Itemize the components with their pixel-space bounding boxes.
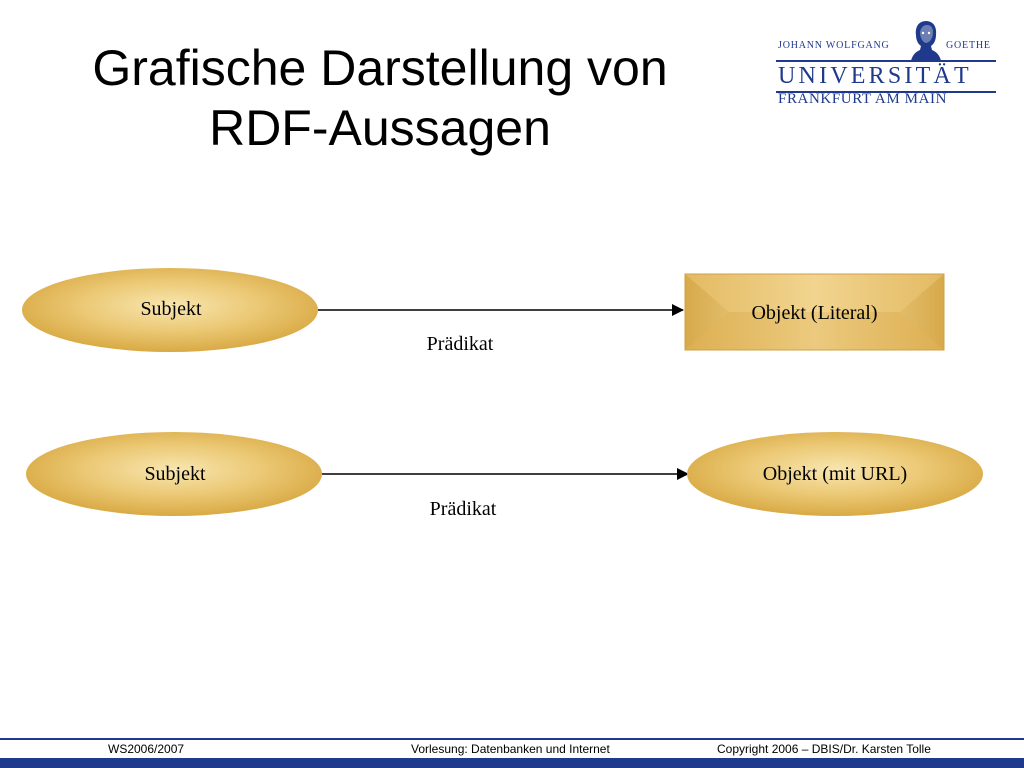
subject-label-2: Subjekt [144, 463, 206, 485]
predicate-label-1: Prädikat [426, 333, 494, 355]
university-logo: JOHANN WOLFGANG GOETHE UNIVERSITÄT FRANK… [776, 18, 1000, 110]
footer-lecture: Vorlesung: Datenbanken und Internet [411, 742, 610, 756]
logo-text-frankfurt: FRANKFURT AM MAIN [778, 91, 948, 107]
logo-text-universitaet: UNIVERSITÄT [778, 63, 972, 89]
logo-rule-bottom [776, 91, 996, 93]
footer-band [0, 758, 1024, 768]
object-literal-label: Objekt (Literal) [751, 302, 878, 324]
logo-text-goethe: GOETHE [946, 40, 991, 51]
goethe-portrait-icon [911, 21, 941, 61]
logo-rule-top [776, 60, 996, 62]
slide-title-line-1: Grafische Darstellung von [92, 40, 668, 96]
logo-text-johann-wolfgang: JOHANN WOLFGANG [778, 40, 890, 51]
object-url-node [687, 432, 983, 516]
subject-node-1 [22, 268, 318, 352]
object-literal-node [684, 273, 945, 351]
object-url-label: Objekt (mit URL) [762, 463, 908, 485]
predicate-label-2: Prädikat [429, 498, 497, 520]
footer-copyright: Copyright 2006 – DBIS/Dr. Karsten Tolle [717, 742, 931, 756]
subject-label-1: Subjekt [140, 298, 202, 320]
footer-rule [0, 738, 1024, 740]
subject-node-2 [26, 432, 322, 516]
slide-title: Grafische Darstellung von RDF-Aussagen [30, 38, 730, 158]
slide-title-line-2: RDF-Aussagen [209, 100, 551, 156]
footer-semester: WS2006/2007 [108, 742, 185, 756]
